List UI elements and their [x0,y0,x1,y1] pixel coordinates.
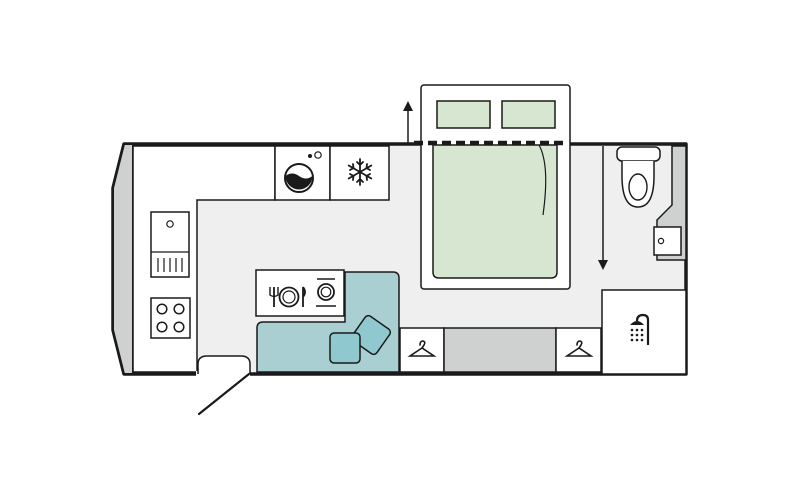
washbasin-icon [653,226,682,256]
cushion-icon [329,332,361,364]
bed-slide-arrow-up [403,101,413,144]
wardrobe-left [399,327,445,373]
freezer-icon [329,145,390,201]
hanger-icon [407,340,437,357]
storage-panel [443,327,557,373]
shower-room [601,289,687,375]
sink-icon [150,211,190,278]
pillow-icon [436,100,491,129]
hob-icon [150,297,191,339]
front-wall-panel [112,143,134,375]
wardrobe-right [555,327,602,373]
pillow-icon [501,100,556,129]
washing-machine-icon [274,145,331,201]
hanger-icon [564,340,594,357]
door-swing [196,355,251,416]
cushion-icon [350,314,392,356]
shower-icon [630,313,650,345]
toilet-icon [616,146,661,208]
bed-slide-arrow-down [598,146,608,270]
table-setting-icon [255,269,345,317]
double-bed [420,84,571,290]
